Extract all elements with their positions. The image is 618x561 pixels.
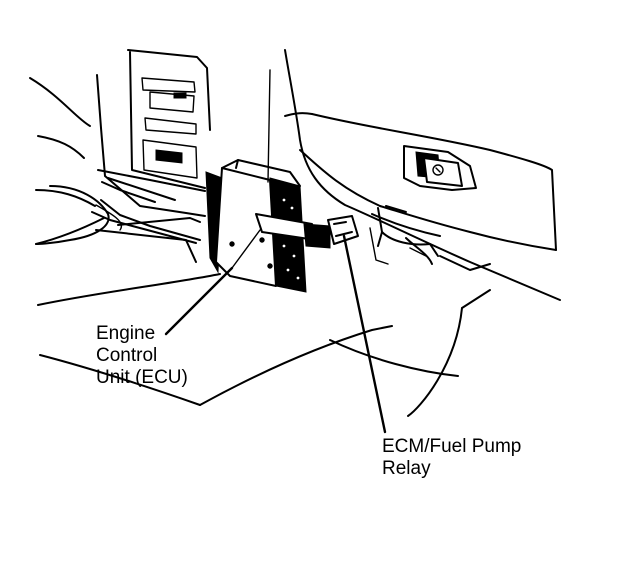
relay-label-line-2: Relay (382, 458, 431, 479)
relay-connector (255, 213, 359, 249)
relay-label: ECM/Fuel Pump Relay (382, 436, 521, 480)
relay-label-line-1: ECM/Fuel Pump (382, 436, 522, 457)
ecu-label-line-1: Engine (96, 323, 156, 344)
floor-lines (29, 77, 491, 417)
leader-lines (164, 69, 387, 434)
ecu-box (205, 159, 307, 293)
center-console (95, 49, 211, 241)
ecu-label-line-3: Unit (ECU) (96, 367, 188, 388)
ecu-label-line-2: Control (96, 345, 158, 366)
kick-panel (284, 49, 561, 301)
ecu-label: Engine Control Unit (ECU) (96, 323, 188, 389)
